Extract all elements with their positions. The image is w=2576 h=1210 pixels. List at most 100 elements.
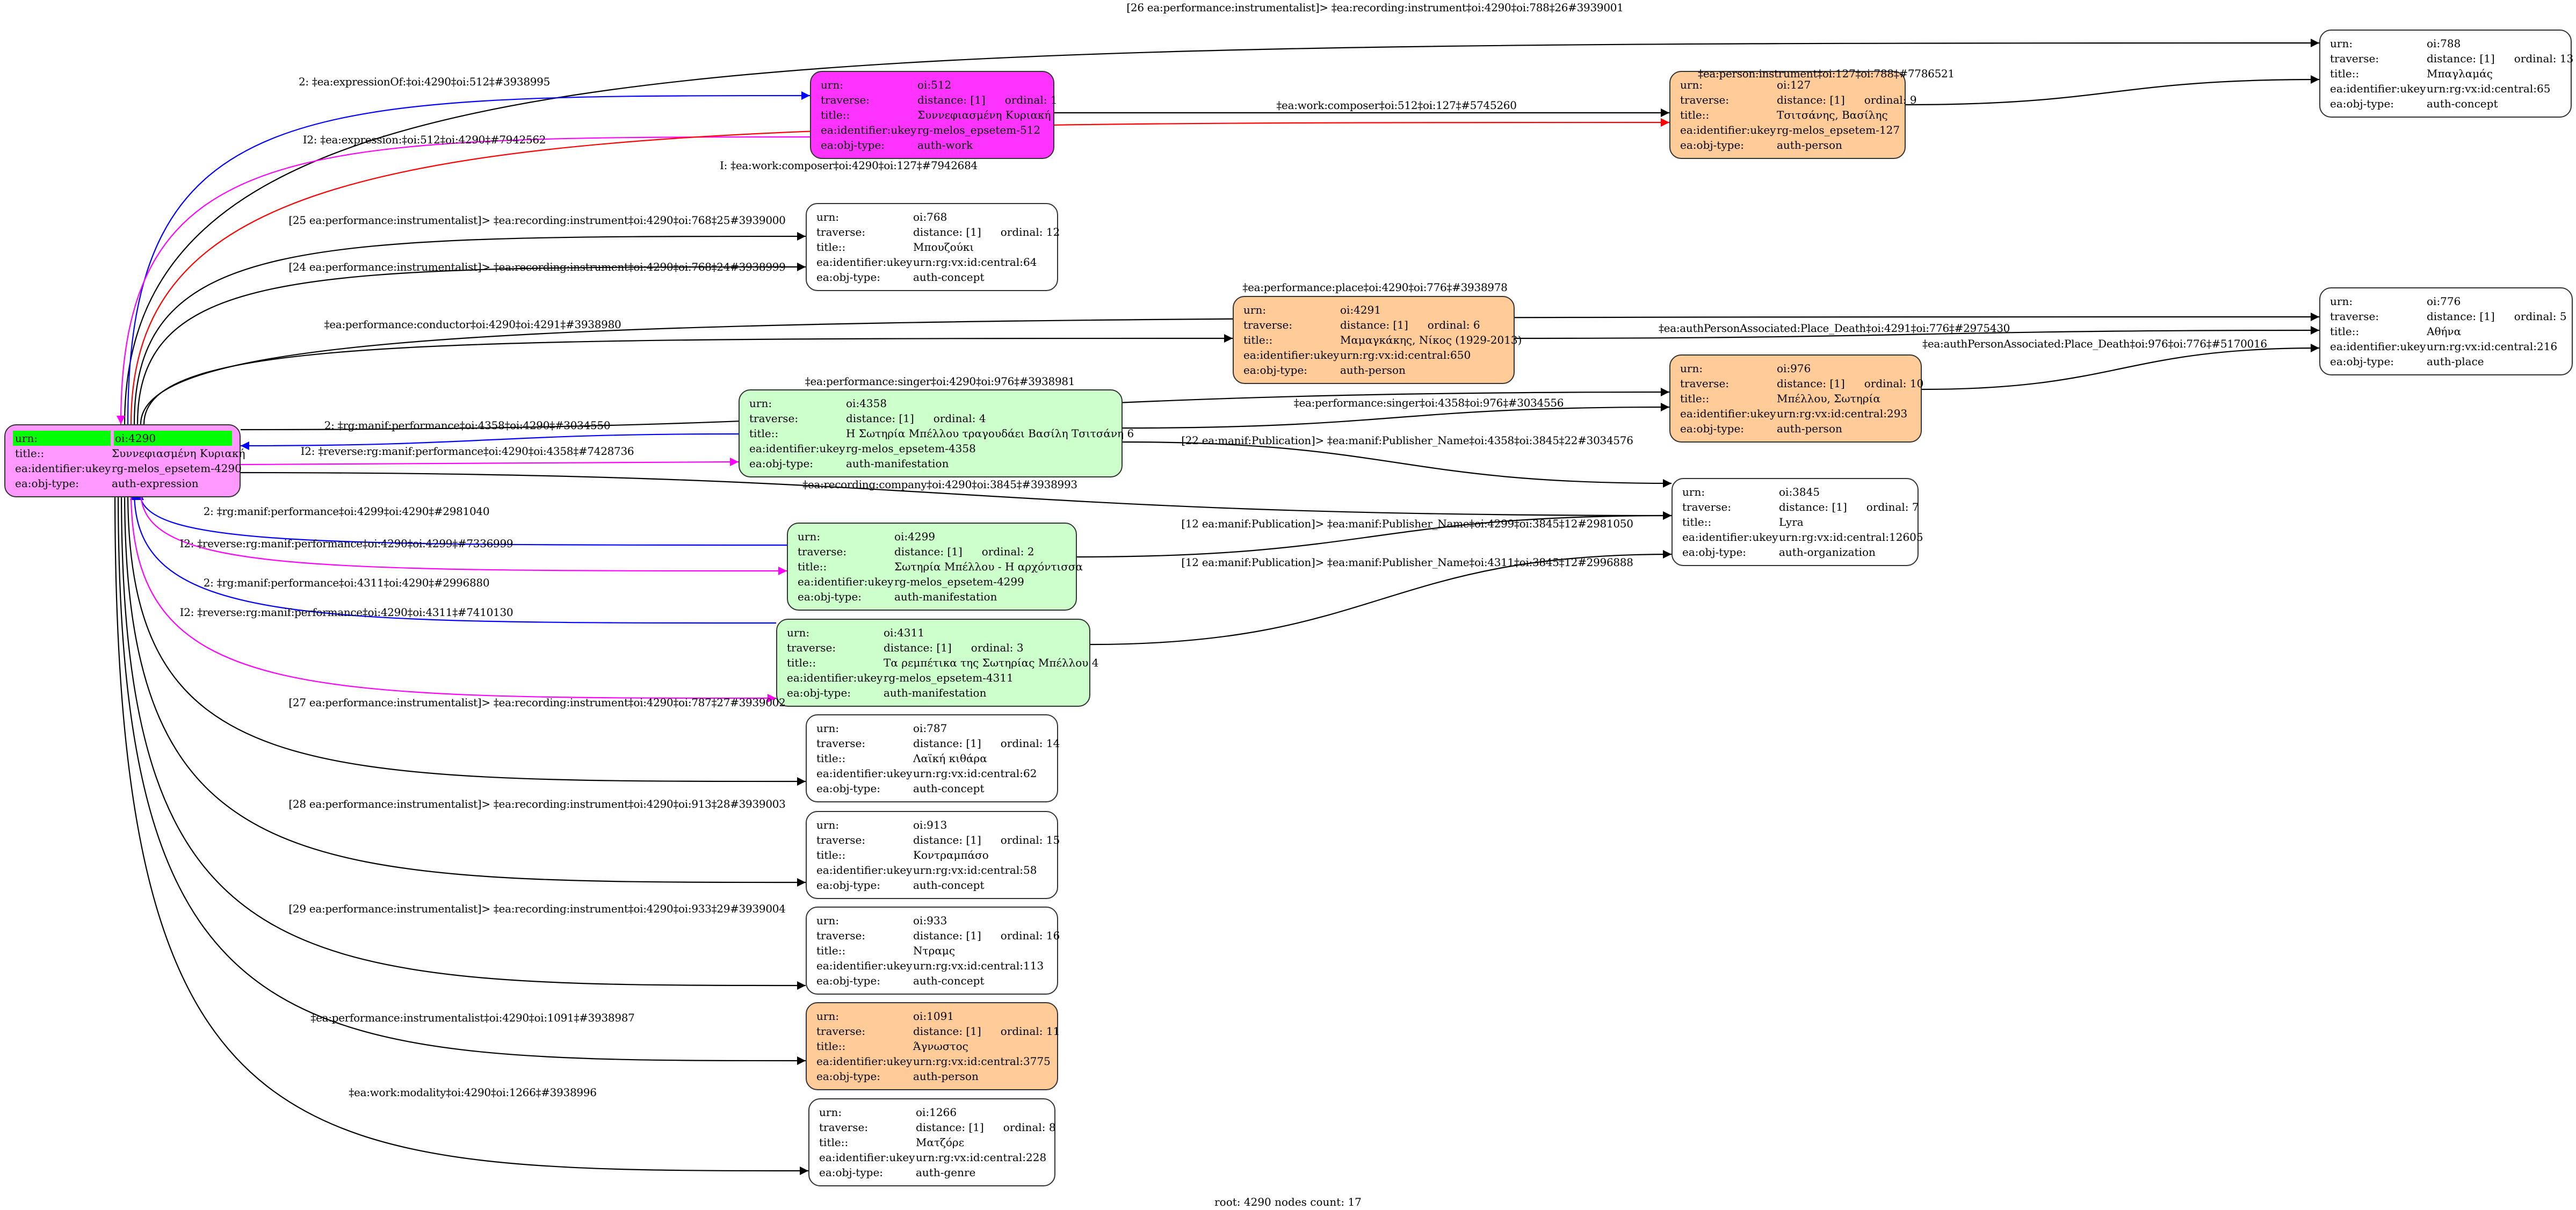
edge-label: I2: ‡ea:expression:‡oi:512‡oi:4290‡#7942… <box>302 133 546 146</box>
field-key: title:: <box>821 108 850 121</box>
field-key: traverse: <box>816 226 866 238</box>
edge <box>135 491 787 546</box>
field-value: oi:1091 <box>913 1010 954 1023</box>
node-field-type: ea:obj-type:auth-genre <box>817 1165 1047 1180</box>
field-key: urn: <box>819 1106 842 1119</box>
field-value: auth-manifestation <box>846 457 949 470</box>
field-key: title:: <box>2330 325 2360 338</box>
field-key: urn: <box>13 431 111 446</box>
field-key: ea:obj-type: <box>1680 139 1745 151</box>
edge <box>114 491 809 1175</box>
node-field-title: title::Η Σωτηρία Μπέλλου τραγουδάει Βασί… <box>747 426 1134 441</box>
field-key: urn: <box>816 818 840 831</box>
field-value: urn:rg:vx:id:central:62 <box>913 767 1037 780</box>
traverse-distance: distance: [1] <box>913 834 981 846</box>
node-field-urn: urn:oi:788 <box>2328 36 2563 51</box>
field-key: ea:obj-type: <box>816 1070 881 1083</box>
field-key: traverse: <box>2330 52 2379 65</box>
node-field-urn: urn:oi:787 <box>814 721 1050 736</box>
edge <box>1905 75 2320 106</box>
node-field-type: ea:obj-type:auth-concept <box>814 781 1050 796</box>
field-value: Συννεφιασμένη Κυριακή <box>917 108 1051 121</box>
field-key: urn: <box>787 626 810 639</box>
edge <box>140 313 2320 425</box>
edge-label: [12 ea:manif:Publication]> ‡ea:manif:Pub… <box>1181 517 1633 530</box>
traverse-ordinal: ordinal: 15 <box>1000 834 1060 846</box>
field-value: auth-concept <box>913 271 985 284</box>
node-field-type: ea:obj-type:auth-concept <box>814 973 1050 988</box>
field-key: urn: <box>2330 295 2353 308</box>
field-value: auth-concept <box>913 879 985 892</box>
field-key: ea:obj-type: <box>816 782 881 795</box>
field-value: oi:913 <box>913 818 947 831</box>
node-field-type: ea:obj-type:auth-manifestation <box>795 589 1068 604</box>
field-value: Συννεφιασμένη Κυριακή <box>112 447 245 460</box>
node-field-title: title::Τσιτσάνης, Βασίλης <box>1678 107 1897 122</box>
field-key: ea:identifier:ukey <box>2330 340 2426 353</box>
edge <box>1921 344 2320 390</box>
node-field-traverse: traverse:distance: [1]ordinal: 2 <box>795 544 1068 559</box>
traverse-distance: distance: [1] <box>894 545 963 558</box>
edge <box>124 491 806 887</box>
node-field-title: title::Ντραμς <box>814 943 1050 958</box>
edge-label: ‡ea:recording:company‡oi:4290‡oi:3845‡#3… <box>802 478 1077 491</box>
field-key: ea:obj-type: <box>819 1166 884 1179</box>
node-field-title: title::Άγνωστος <box>814 1039 1050 1054</box>
field-key: traverse: <box>798 545 847 558</box>
field-key: traverse: <box>821 93 870 106</box>
node-field-type: ea:obj-type:auth-organization <box>1680 545 1910 560</box>
field-value: oi:3845 <box>1779 486 1820 498</box>
field-key: ea:identifier:ukey <box>816 1055 913 1068</box>
node-field-title: title::Τα ρεμπέτικα της Σωτηρίας Μπέλλου… <box>785 655 1098 670</box>
field-key: title:: <box>816 752 846 765</box>
node-field-type: ea:obj-type:auth-person <box>814 1069 1050 1084</box>
node-field-urn: urn:oi:4299 <box>795 529 1068 544</box>
node-field-urn: urn:oi:768 <box>814 209 1050 224</box>
edge <box>127 491 806 786</box>
field-value: urn:rg:vx:id:central:216 <box>2427 340 2558 353</box>
field-key: ea:identifier:ukey <box>1243 349 1340 361</box>
node-field-title: title::Lyra <box>1680 515 1910 530</box>
edge <box>143 334 1233 425</box>
traverse-distance: distance: [1] <box>913 929 981 942</box>
field-value: auth-organization <box>1779 546 1876 559</box>
field-value: urn:rg:vx:id:central:65 <box>2427 82 2551 95</box>
edge <box>1090 550 1672 646</box>
node-field-urn: urn:oi:512 <box>819 77 1046 92</box>
node-field-traverse: traverse:distance: [1]ordinal: 8 <box>817 1120 1056 1135</box>
field-value: rg-melos_epsetem-512 <box>917 124 1041 136</box>
field-key: traverse: <box>816 1025 866 1038</box>
field-value: auth-expression <box>112 477 199 490</box>
edge-label: ‡ea:performance:place‡oi:4290‡oi:776‡#39… <box>1242 281 1508 294</box>
field-value: auth-place <box>2427 355 2484 368</box>
edge-label: ‡ea:work:modality‡oi:4290‡oi:1266‡#39389… <box>349 1086 597 1099</box>
edge-label: ‡ea:person:instrument‡oi:127‡oi:788‡#778… <box>1698 67 1955 80</box>
traverse-ordinal: ordinal: 1 <box>1004 93 1058 106</box>
node-field-title: title::Αθήνα <box>2328 324 2564 339</box>
edge <box>133 232 806 425</box>
field-key: urn: <box>816 722 840 735</box>
